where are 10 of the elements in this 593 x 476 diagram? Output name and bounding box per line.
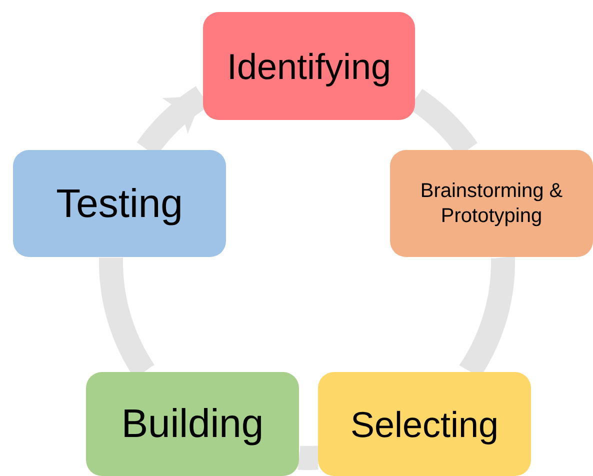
stage-label: Identifying: [226, 44, 392, 88]
stage-box: [86, 372, 299, 476]
stage-box: [203, 12, 415, 120]
stage-box: [390, 150, 593, 257]
stage-box: [318, 372, 531, 476]
stage-label: Building: [121, 401, 264, 448]
stage-box: [13, 150, 226, 257]
stage-label: Testing: [56, 180, 183, 228]
stage-label: Brainstorming & Prototyping: [419, 178, 564, 228]
stage-label: Selecting: [350, 402, 499, 446]
